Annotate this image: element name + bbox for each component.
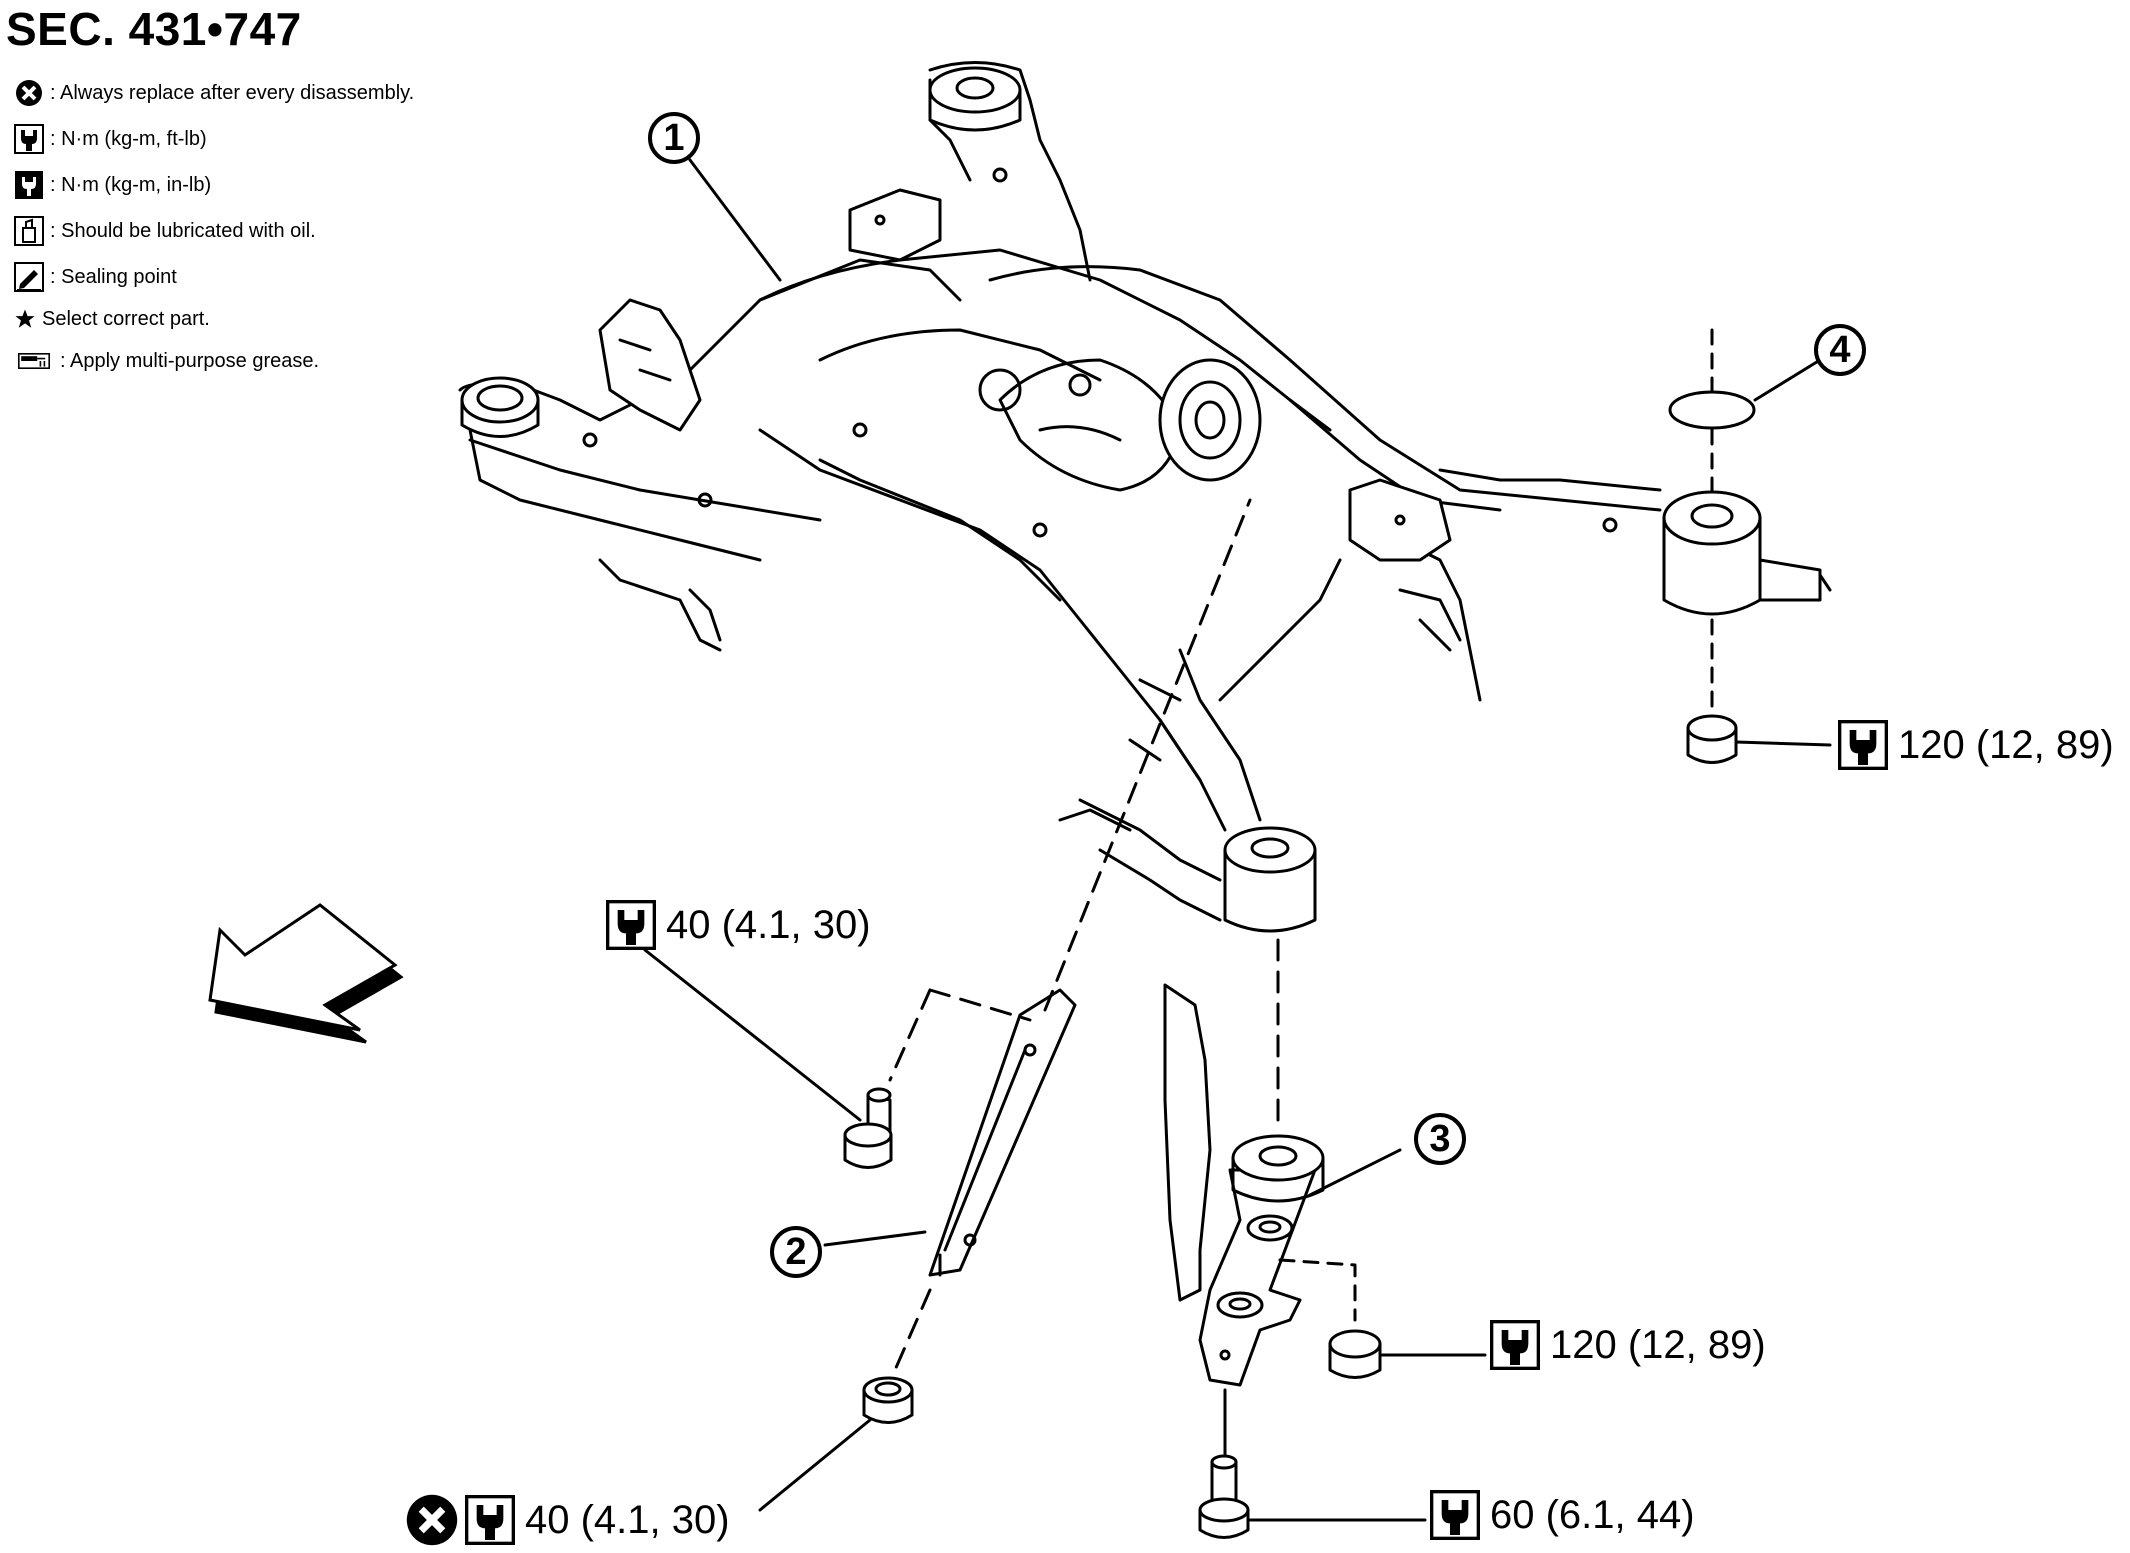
legend-text: : Apply multi-purpose grease. [60, 349, 320, 372]
legend-item-torque-inlb: : N·m (kg-m, in-lb) [14, 168, 211, 202]
legend-item-select: Select correct part. [14, 302, 210, 336]
torque-value: 60 (6.1, 44) [1490, 1492, 1695, 1537]
legend-item-torque-ftlb: : N·m (kg-m, ft-lb) [14, 122, 207, 156]
torque-wrench-small-icon [15, 171, 43, 199]
member-stay-part-2 [928, 988, 1077, 1277]
front-direction-arrow-icon [208, 903, 404, 1044]
bracket-lower-bolt [1198, 1454, 1250, 1539]
torque-wrench-icon [606, 900, 656, 950]
torque-wrench-icon [14, 124, 44, 154]
mounting-bracket-part-3 [1163, 983, 1325, 1387]
torque-value: 40 (4.1, 30) [525, 1497, 730, 1542]
torque-spec-bracket-nut: 120 (12, 89) [1490, 1320, 1766, 1370]
star-icon [15, 309, 35, 328]
section-title: SEC. 431•747 [6, 3, 302, 55]
legend-item-sealing: : Sealing point [14, 260, 177, 294]
torque-spec-rear-bushing-nut: 120 (12, 89) [1838, 720, 2114, 770]
replace-cross-icon [16, 80, 42, 106]
torque-spec-stay-upper-bolt: 40 (4.1, 30) [606, 900, 871, 950]
torque-wrench-icon [1838, 720, 1888, 770]
stay-lower-nut [862, 1376, 914, 1424]
legend-item-grease: : Apply multi-purpose grease. [14, 344, 319, 378]
suspension-member [458, 61, 1832, 933]
stay-upper-bolt [843, 1087, 893, 1169]
legend-text: : Always replace after every disassembly… [50, 81, 415, 104]
legend-text: : Sealing point [50, 265, 177, 288]
legend-text: : N·m (kg-m, ft-lb) [50, 127, 207, 150]
grease-gun-icon [18, 353, 50, 369]
torque-wrench-icon [1430, 1490, 1480, 1540]
callout-part-4: 4 [1814, 324, 1866, 376]
callout-part-3: 3 [1414, 1113, 1466, 1165]
replace-cross-icon [406, 1494, 458, 1546]
legend-text: : N·m (kg-m, in-lb) [50, 173, 212, 196]
bracket-nut [1328, 1329, 1382, 1379]
torque-spec-bracket-bolt: 60 (6.1, 44) [1430, 1490, 1695, 1540]
callout-part-1: 1 [648, 112, 700, 164]
torque-value: 120 (12, 89) [1898, 722, 2114, 767]
legend-item-oil: : Should be lubricated with oil. [14, 214, 316, 248]
torque-spec-stay-lower-nut: 40 (4.1, 30) [405, 1493, 730, 1547]
torque-value: 120 (12, 89) [1550, 1322, 1766, 1367]
callout-part-2: 2 [770, 1226, 822, 1278]
oil-can-icon [14, 216, 44, 246]
legend-text: Select correct part. [42, 307, 210, 330]
washer-part-4 [1668, 390, 1756, 430]
legend-item-replace: : Always replace after every disassembly… [14, 76, 414, 110]
torque-wrench-icon [1490, 1320, 1540, 1370]
legend-text: : Should be lubricated with oil. [50, 219, 316, 242]
torque-wrench-icon [465, 1495, 515, 1545]
sealing-pen-icon [14, 262, 44, 292]
torque-value: 40 (4.1, 30) [666, 902, 871, 947]
